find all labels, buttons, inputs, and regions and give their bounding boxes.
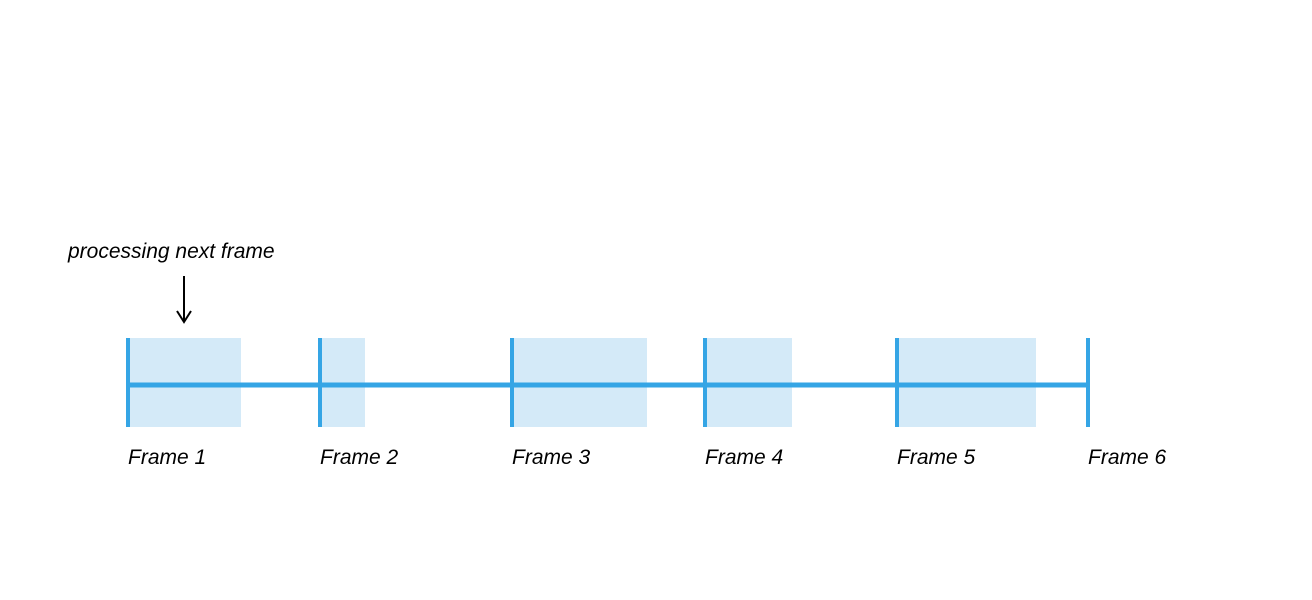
- label-frame-6: Frame 6: [1088, 446, 1167, 469]
- annotation-arrow-head: [176, 310, 192, 324]
- label-frame-3: Frame 3: [512, 446, 591, 469]
- label-frame-4: Frame 4: [705, 446, 783, 469]
- frame-labels-group: Frame 1 Frame 2 Frame 3 Frame 4 Frame 5 Frame…: [128, 446, 1167, 469]
- label-frame-1: Frame 1: [128, 446, 206, 469]
- label-frame-5: Frame 5: [897, 446, 976, 469]
- processing-next-frame-label: processing next frame: [67, 240, 275, 263]
- processing-annotation-group: processing next frame: [67, 240, 275, 324]
- label-frame-2: Frame 2: [320, 446, 399, 469]
- frame-boundary-ticks-group: [126, 338, 1090, 427]
